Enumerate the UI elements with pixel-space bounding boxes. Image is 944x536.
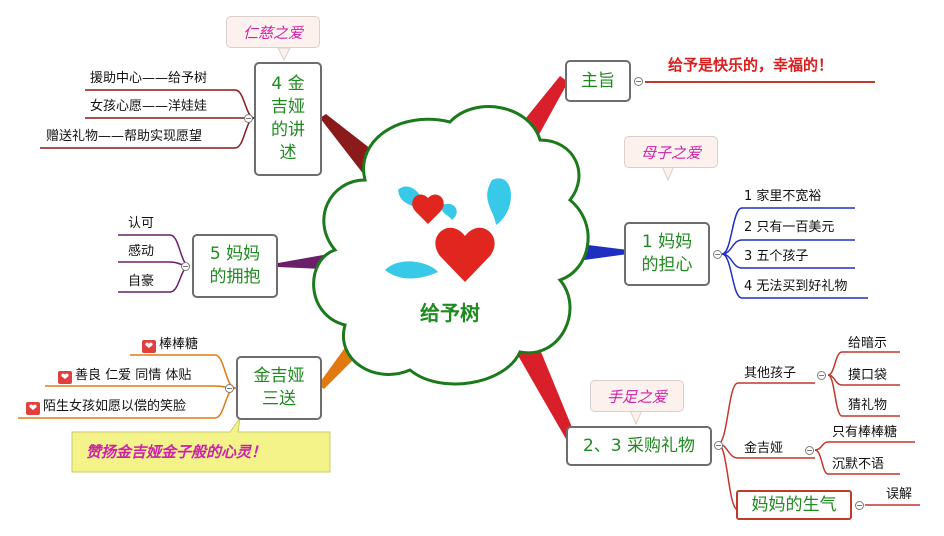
winged-hearts-icon: [385, 178, 511, 282]
topic-branch-23[interactable]: 2、3 采购礼物: [566, 426, 712, 466]
center-title[interactable]: 给予树: [420, 301, 480, 325]
topic-branch-4[interactable]: 4 金 吉娅 的讲 述: [254, 62, 322, 176]
group-jinjiya-item[interactable]: 只有棒棒糖: [832, 425, 898, 440]
collapse-toggle[interactable]: [225, 384, 234, 393]
branch-1-bracket: [721, 207, 743, 299]
bubble-tail-1: [661, 165, 675, 182]
branch-4-item[interactable]: 援助中心——给予树: [90, 71, 208, 86]
bubble-tail-23: [629, 409, 643, 426]
topic-branch-send-label: 金吉娅 三送: [253, 366, 305, 409]
topic-branch-5-label: 5 妈妈 的拥抱: [209, 244, 261, 287]
branch-5-item[interactable]: 自豪: [128, 274, 155, 289]
group-jinjiya-label[interactable]: 金吉娅: [744, 441, 784, 456]
branch-5-item[interactable]: 感动: [128, 244, 155, 259]
collapse-toggle[interactable]: [244, 114, 253, 123]
collapse-toggle[interactable]: [634, 77, 643, 86]
branch-1-item[interactable]: 3 五个孩子: [744, 249, 809, 264]
branch-5-item[interactable]: 认可: [128, 216, 155, 231]
topic-branch-4-label: 4 金 吉娅 的讲 述: [271, 74, 305, 163]
mom-angry-item[interactable]: 误解: [886, 487, 913, 502]
group-others-item[interactable]: 猜礼物: [848, 398, 888, 413]
bubble-tail-4: [277, 47, 291, 62]
heart-icon: ❤: [58, 371, 72, 384]
praise-note[interactable]: 赞扬金吉娅金子般的心灵！: [86, 443, 267, 461]
spoke-branch-23: [512, 330, 578, 446]
group-jinjiya-item[interactable]: 沉默不语: [832, 457, 885, 472]
group-others-label[interactable]: 其他孩子: [744, 366, 797, 381]
branch-send-item-text: 善良 仁爱 同情 体贴: [75, 368, 192, 383]
others-bracket: [827, 351, 900, 417]
heart-icon: ❤: [142, 340, 156, 353]
branch-send-item-text: 棒棒糖: [159, 337, 199, 352]
main-theme-text: 给予是快乐的，幸福的！: [668, 56, 834, 74]
collapse-toggle[interactable]: [817, 371, 826, 380]
branch-1-item[interactable]: 1 家里不宽裕: [744, 189, 822, 204]
jinjiya-bracket: [814, 441, 915, 475]
collapse-toggle[interactable]: [181, 262, 190, 271]
topic-branch-1-label: 1 妈妈 的担心: [641, 232, 693, 275]
branch-4-item[interactable]: 女孩心愿——洋娃娃: [90, 99, 208, 114]
bubble-sibling-love: 手足之爱: [590, 380, 684, 412]
group-others-item[interactable]: 给暗示: [848, 336, 888, 351]
topic-branch-1[interactable]: 1 妈妈 的担心: [624, 222, 710, 286]
branch-1-item[interactable]: 4 无法买到好礼物: [744, 279, 848, 294]
topic-mom-angry-label: 妈妈的生气: [751, 494, 837, 515]
bubble-kindness-love: 仁慈之爱: [226, 16, 320, 48]
branch-send-item[interactable]: ❤棒棒糖: [142, 337, 198, 353]
branch-send-item[interactable]: ❤善良 仁爱 同情 体贴: [58, 368, 191, 384]
branch-1-item[interactable]: 2 只有一百美元: [744, 220, 835, 235]
collapse-toggle[interactable]: [714, 441, 723, 450]
branch-4-item[interactable]: 赠送礼物——帮助实现愿望: [46, 129, 203, 144]
topic-branch-5[interactable]: 5 妈妈 的拥抱: [192, 234, 278, 298]
note-callout-shape: [71, 417, 331, 473]
topic-main-theme-label: 主旨: [581, 70, 615, 91]
topic-branch-23-label: 2、3 采购礼物: [582, 435, 696, 456]
topic-branch-send[interactable]: 金吉娅 三送: [236, 356, 322, 420]
bubble-mother-love: 母子之爱: [624, 136, 718, 168]
group-others-item[interactable]: 摸口袋: [848, 368, 888, 383]
branch-send-item-text: 陌生女孩如愿以偿的笑脸: [43, 399, 187, 414]
collapse-toggle[interactable]: [805, 446, 814, 455]
branch-send-item[interactable]: ❤陌生女孩如愿以偿的笑脸: [26, 399, 186, 415]
topic-main-theme[interactable]: 主旨: [565, 60, 631, 102]
heart-icon: ❤: [26, 402, 40, 415]
collapse-toggle[interactable]: [713, 250, 722, 259]
topic-mom-angry[interactable]: 妈妈的生气: [736, 490, 852, 520]
collapse-toggle[interactable]: [855, 501, 864, 510]
